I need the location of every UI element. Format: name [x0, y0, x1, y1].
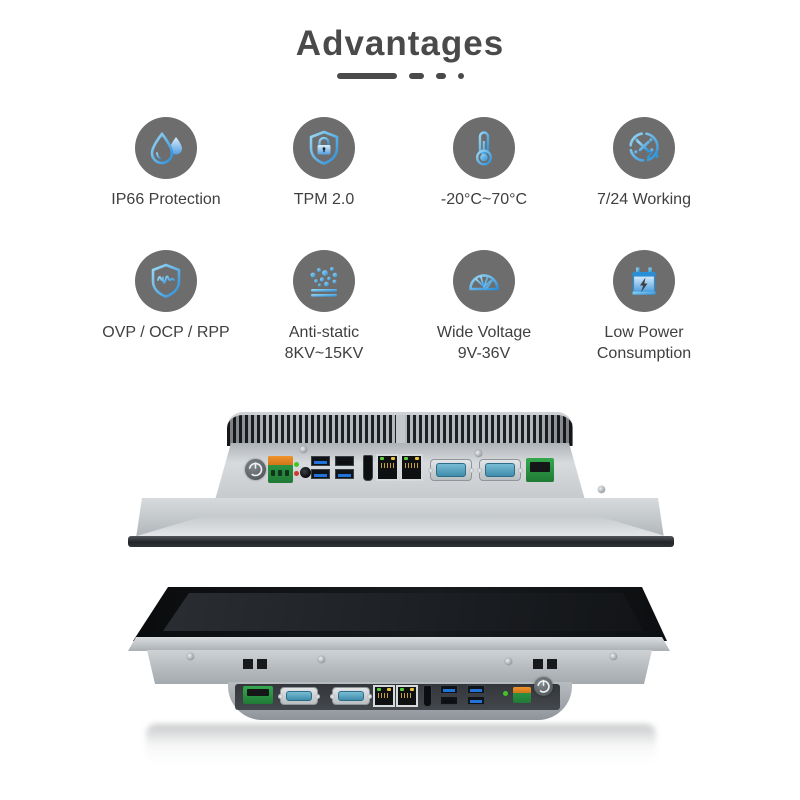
feature-wide-voltage: Wide Voltage 9V-36V: [404, 250, 564, 365]
status-led-green: [503, 691, 508, 696]
feature-icon-circle: [613, 250, 675, 312]
usb2-port: [440, 696, 458, 705]
feature-label: TPM 2.0: [293, 191, 355, 208]
feature-temperature: -20°C~70°C: [404, 117, 564, 211]
feature-icon-circle: [135, 117, 197, 179]
feature-label: Low Power Consumption: [596, 324, 692, 362]
usb2-port: [335, 456, 354, 466]
serial-db9-port: [428, 459, 474, 481]
shield-pulse-icon: [151, 263, 181, 298]
feature-icon-circle: 24: [613, 117, 675, 179]
vent-hole: [257, 659, 267, 669]
status-led-red: [294, 471, 299, 476]
power-button: [534, 677, 553, 696]
page-header: Advantages: [0, 24, 800, 79]
gauge-icon: [469, 274, 499, 291]
reflection: [146, 724, 656, 764]
feature-icon-circle: [453, 250, 515, 312]
feature-ovp-ocp-rpp: OVP / OCP / RPP: [86, 250, 246, 344]
serial-db9-port: [477, 459, 523, 481]
feature-icon-circle: [293, 117, 355, 179]
usb3-port: [311, 456, 330, 466]
feature-icon-circle: [293, 250, 355, 312]
serial-db9-port: [278, 687, 320, 705]
title-underline: [0, 73, 800, 79]
ethernet-port: [373, 685, 395, 707]
feature-label: Anti-static 8KV~15KV: [284, 324, 364, 362]
display-screen: [133, 587, 667, 641]
phoenix-connector: [243, 686, 273, 704]
serial-db9-port: [330, 687, 372, 705]
screw: [610, 653, 617, 660]
feature-icon-circle: [453, 117, 515, 179]
usb3-port: [311, 469, 330, 479]
usb3-port: [467, 685, 485, 694]
product-photo-rear: [128, 390, 674, 550]
display-panel: [163, 593, 643, 631]
ethernet-port: [396, 685, 418, 707]
product-photo-front: [128, 580, 674, 780]
feature-icon-circle: [135, 250, 197, 312]
front-bezel-edge: [128, 637, 670, 651]
front-bezel: [130, 516, 672, 538]
phoenix-connector: [526, 458, 554, 482]
dc-terminal-block: [268, 456, 293, 483]
screw: [300, 446, 307, 453]
status-led-green: [294, 462, 299, 467]
dc-terminal-block: [513, 687, 531, 703]
shield-lock-icon: [309, 130, 339, 165]
clock-24-icon: 24: [629, 132, 660, 162]
hdmi-port: [423, 685, 432, 707]
vent-hole: [533, 659, 543, 669]
feature-low-power: Low Power Consumption: [564, 250, 724, 365]
anti-static-icon: [310, 267, 338, 297]
hdmi-port: [363, 455, 373, 481]
power-button: [245, 459, 266, 480]
heatsink-fins: [227, 412, 573, 446]
vent-hole: [547, 659, 557, 669]
ethernet-port: [376, 454, 399, 481]
audio-jack: [300, 467, 311, 478]
usb3-port: [440, 685, 458, 694]
screw: [187, 653, 194, 660]
water-drops-icon: [150, 131, 182, 165]
feature-label: 7/24 Working: [597, 191, 691, 208]
thermometer-icon: [475, 131, 498, 166]
feature-ip66: IP66 Protection: [86, 117, 246, 211]
usb3-port: [335, 469, 354, 479]
vent-hole: [243, 659, 253, 669]
front-bezel-edge: [128, 536, 674, 547]
feature-label: OVP / OCP / RPP: [102, 324, 230, 341]
screw: [318, 656, 325, 663]
feature-label: -20°C~70°C: [440, 191, 528, 208]
screw: [598, 486, 605, 493]
heatsink-center-rib: [396, 415, 405, 445]
chassis-band: [147, 650, 652, 684]
feature-label: IP66 Protection: [111, 191, 221, 208]
page-title: Advantages: [295, 24, 505, 63]
ethernet-port: [400, 454, 423, 481]
feature-label: Wide Voltage 9V-36V: [436, 324, 532, 362]
screw: [505, 658, 512, 665]
screw: [475, 450, 482, 457]
battery-icon: [632, 267, 656, 295]
feature-tpm: TPM 2.0: [244, 117, 404, 211]
usb3-port: [467, 696, 485, 705]
svg-text:24: 24: [647, 149, 660, 161]
feature-anti-static: Anti-static 8KV~15KV: [244, 250, 404, 365]
feature-724: 24 7/24 Working: [564, 117, 724, 211]
